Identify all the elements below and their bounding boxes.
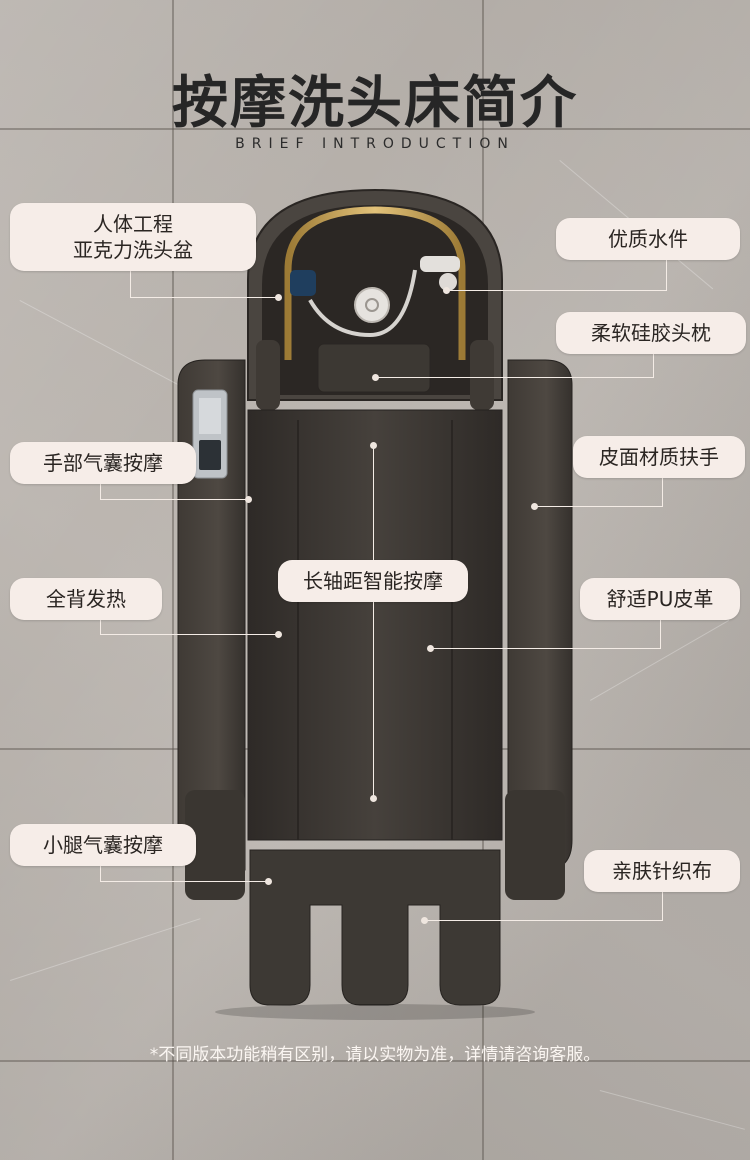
label-water-fittings: 优质水件 [556,218,740,260]
label-hand-airbag: 手部气囊按摩 [10,442,196,484]
label-acrylic-basin: 人体工程 亚克力洗头盆 [10,203,256,271]
page-subtitle: BRIEF INTRODUCTION [235,136,515,152]
drain-icon [354,287,390,323]
label-long-axis-massage: 长轴距智能按摩 [278,560,468,602]
tile-seam [172,0,174,1160]
tile-seam [0,128,750,130]
control-panel-icon [192,389,228,479]
tile-seam [0,1060,750,1062]
label-leather-armrest: 皮面材质扶手 [573,436,745,478]
label-basin-line1: 人体工程 [93,212,173,236]
footnote: *不同版本功能稍有区别，请以实物为准，详情请咨询客服。 [149,1045,601,1065]
faucet-icon [290,256,460,338]
label-basin-line2: 亚克力洗头盆 [73,238,193,262]
page-title: 按摩洗头床简介 [172,71,578,136]
label-calf-airbag: 小腿气囊按摩 [10,824,196,866]
label-knit-fabric: 亲肤针织布 [584,850,740,892]
label-silicone-pillow: 柔软硅胶头枕 [556,312,746,354]
label-full-back-heating: 全背发热 [10,578,162,620]
label-pu-leather: 舒适PU皮革 [580,578,740,620]
